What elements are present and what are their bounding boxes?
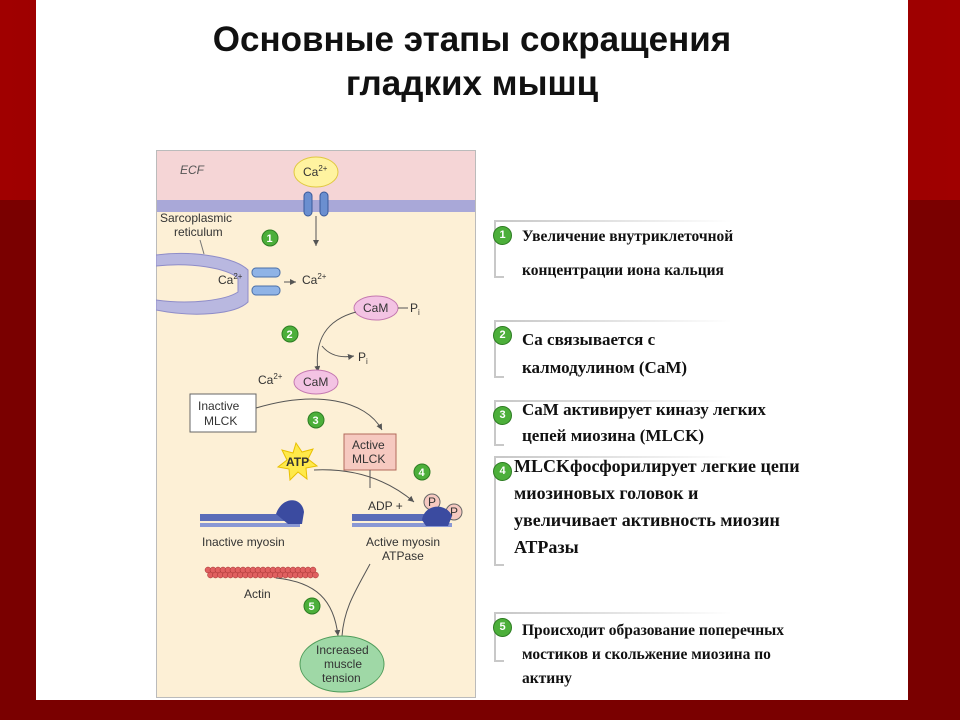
pi-top-label: Pi	[410, 301, 420, 317]
tension-oval	[299, 635, 385, 693]
mlck-activation-arrow	[255, 398, 383, 431]
inactive-myosin-filament-lower	[200, 523, 300, 527]
sr-label-line-1: Sarcoplasmic	[160, 211, 232, 225]
ca-right-label: Ca2+	[302, 272, 327, 287]
step-5-number: 5	[309, 601, 315, 613]
step-3-number: 3	[313, 415, 319, 427]
cell-membrane	[156, 200, 476, 212]
actin-filament	[204, 566, 319, 579]
tension-line-3: tension	[322, 671, 361, 685]
sr-channel-bottom	[251, 285, 281, 296]
sr-pointer	[199, 239, 205, 255]
cytoplasm-region	[156, 212, 476, 698]
step-1-badge	[261, 229, 279, 247]
pi-released-label: Pi	[358, 350, 368, 366]
cam-top-label: CaM	[363, 301, 388, 315]
active-mlck-line-1: Active	[352, 438, 385, 452]
active-mlck-box	[343, 433, 397, 471]
active-myosin-head	[422, 506, 452, 526]
active-myosin-line-2: ATPase	[382, 549, 424, 563]
step-3-badge	[307, 411, 325, 429]
active-myosin-filament-lower	[352, 523, 452, 527]
step-4-number: 4	[419, 467, 426, 479]
title-line-2: гладких мышц	[345, 64, 599, 103]
actin-to-tension-arrow	[275, 577, 341, 637]
atp-label: ATP	[286, 455, 309, 469]
actin-bead	[312, 571, 319, 579]
inactive-mlck-box	[189, 393, 257, 433]
sr-channel-top	[251, 267, 281, 278]
active-mlck-line-2: MLCK	[352, 452, 385, 466]
step-2-number: 2	[287, 329, 293, 341]
pi-release-arrow	[321, 345, 355, 360]
smooth-muscle-diagram: ECF Ca2+ Sarcoplasmic reticulum Ca2+ Ca2…	[156, 150, 476, 698]
active-myosin-filament	[352, 514, 448, 521]
inactive-myosin-filament	[200, 514, 296, 521]
atp-burst	[276, 441, 319, 482]
membrane-channel-right	[319, 191, 329, 217]
slide-title: Основные этапы сокращения гладких мышц	[36, 18, 908, 106]
inactive-mlck-line-1: Inactive	[198, 399, 240, 413]
inactive-mlck-line-2: MLCK	[204, 414, 237, 428]
ca-cam-label: Ca2+	[258, 372, 283, 387]
ca-left-label: Ca2+	[218, 272, 243, 287]
tension-line-1: Increased	[316, 643, 369, 657]
inactive-myosin-head	[276, 500, 304, 524]
myosin-to-tension-arrow	[341, 563, 371, 637]
phosphate-1-label: P	[428, 495, 436, 509]
ecf-label: ECF	[180, 163, 205, 177]
active-myosin-line-1: Active myosin	[366, 535, 440, 549]
ca-top-circle	[293, 156, 339, 188]
phosphate-2-label: P	[450, 505, 458, 519]
cam-binding-arrow	[314, 311, 357, 373]
step-5-badge	[303, 597, 321, 615]
step-4-badge	[413, 463, 431, 481]
sr-label-line-2: reticulum	[174, 225, 223, 239]
step-1-number: 1	[267, 233, 273, 245]
ca-top-label: Ca2+	[303, 164, 328, 179]
step-2-badge	[281, 325, 299, 343]
actin-label: Actin	[244, 587, 271, 601]
cam-bound-oval	[293, 369, 339, 395]
sarcoplasmic-reticulum	[156, 252, 249, 315]
tension-line-2: muscle	[324, 657, 362, 671]
membrane-channel-left	[303, 191, 313, 217]
diagram-border	[156, 150, 476, 698]
inactive-myosin-label: Inactive myosin	[202, 535, 285, 549]
cam-bound-label: CaM	[303, 375, 328, 389]
adp-label: ADP +	[368, 499, 403, 513]
title-line-1: Основные этапы сокращения	[212, 20, 732, 59]
